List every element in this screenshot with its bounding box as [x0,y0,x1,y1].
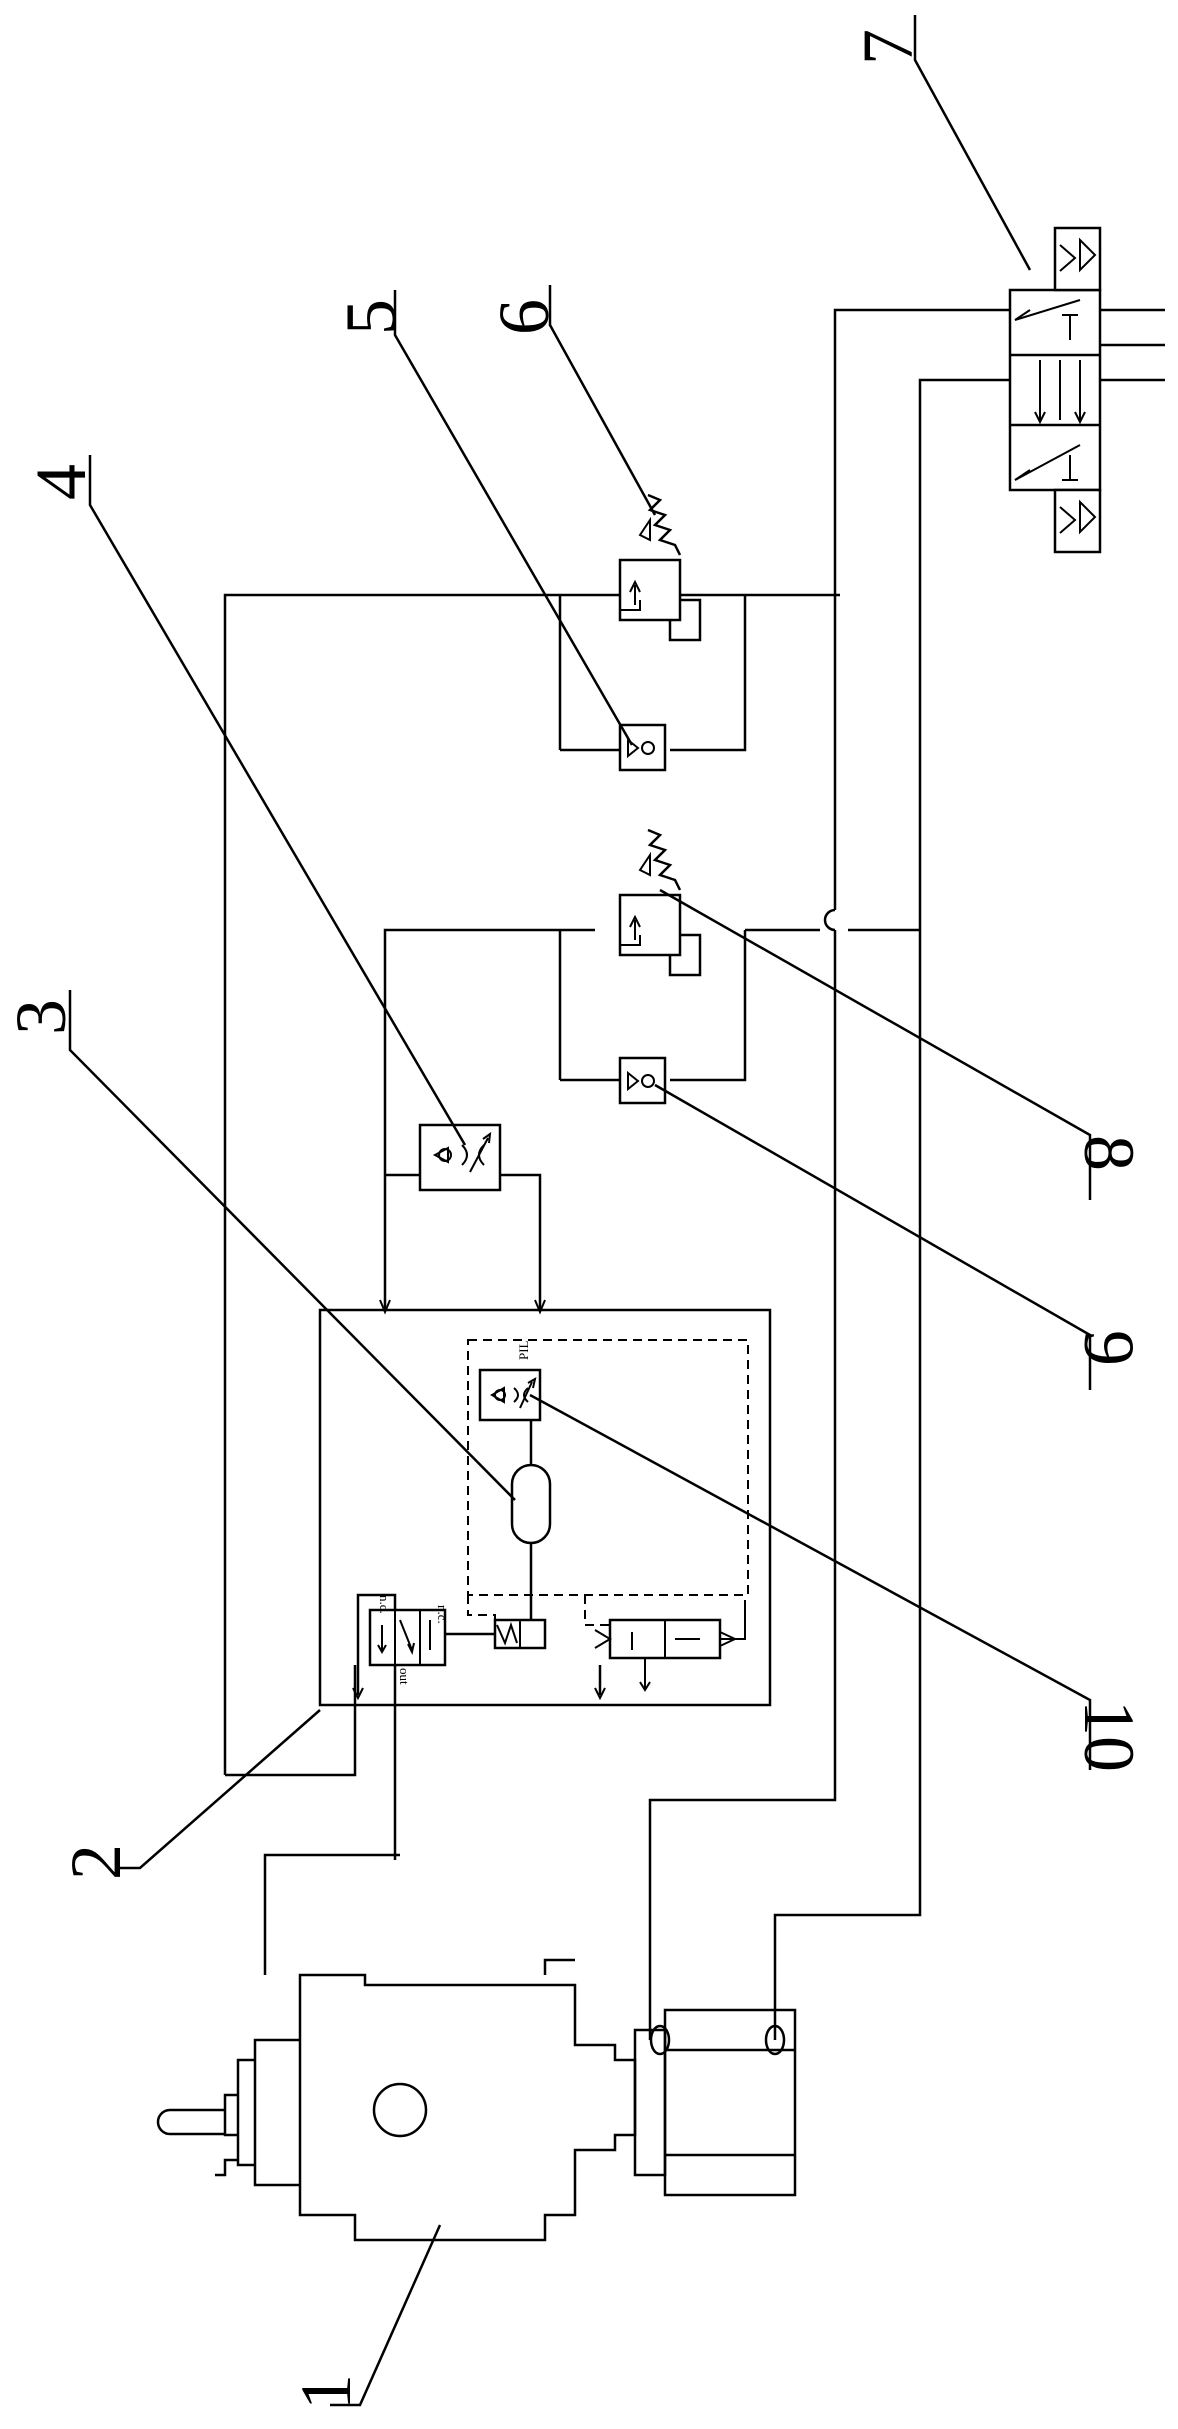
callout-2: 2 [56,1844,136,1880]
relief-valve-8 [618,828,702,977]
main-directional-valve: n.c. n.c. out [352,1593,547,1860]
accumulator-3 [510,1463,552,1545]
callout-5: 5 [331,299,411,335]
pump-port-circle [372,2082,428,2138]
callout-10: 10 [1069,1700,1149,1772]
check-valve-9 [618,1056,667,1105]
nc-label-2: n.c. [435,1605,450,1624]
callout-9: 9 [1069,1330,1149,1366]
leader-lines [68,15,1092,2407]
relief-valve-6 [618,493,702,642]
directional-valve-7 [1008,226,1165,554]
throttle-check-valve-10 [478,1368,542,1422]
callout-8: 8 [1069,1135,1149,1171]
pil-label: PIL [516,1340,531,1360]
callout-3: 3 [1,999,81,1035]
callout-7: 7 [848,29,928,65]
pump-motor-assembly [156,1853,797,2242]
nc-label-1: n.c. [377,1595,392,1614]
callout-4: 4 [21,464,101,500]
callout-6: 6 [484,299,564,335]
check-valve-5 [618,723,667,772]
pilot-directional-valve [594,1600,746,1692]
valve-block: PIL [318,1308,772,1860]
callout-1: 1 [286,2374,366,2410]
out-label: out [397,1668,412,1685]
callout-labels: 1 2 3 4 5 6 7 8 9 10 [1,29,1149,2410]
